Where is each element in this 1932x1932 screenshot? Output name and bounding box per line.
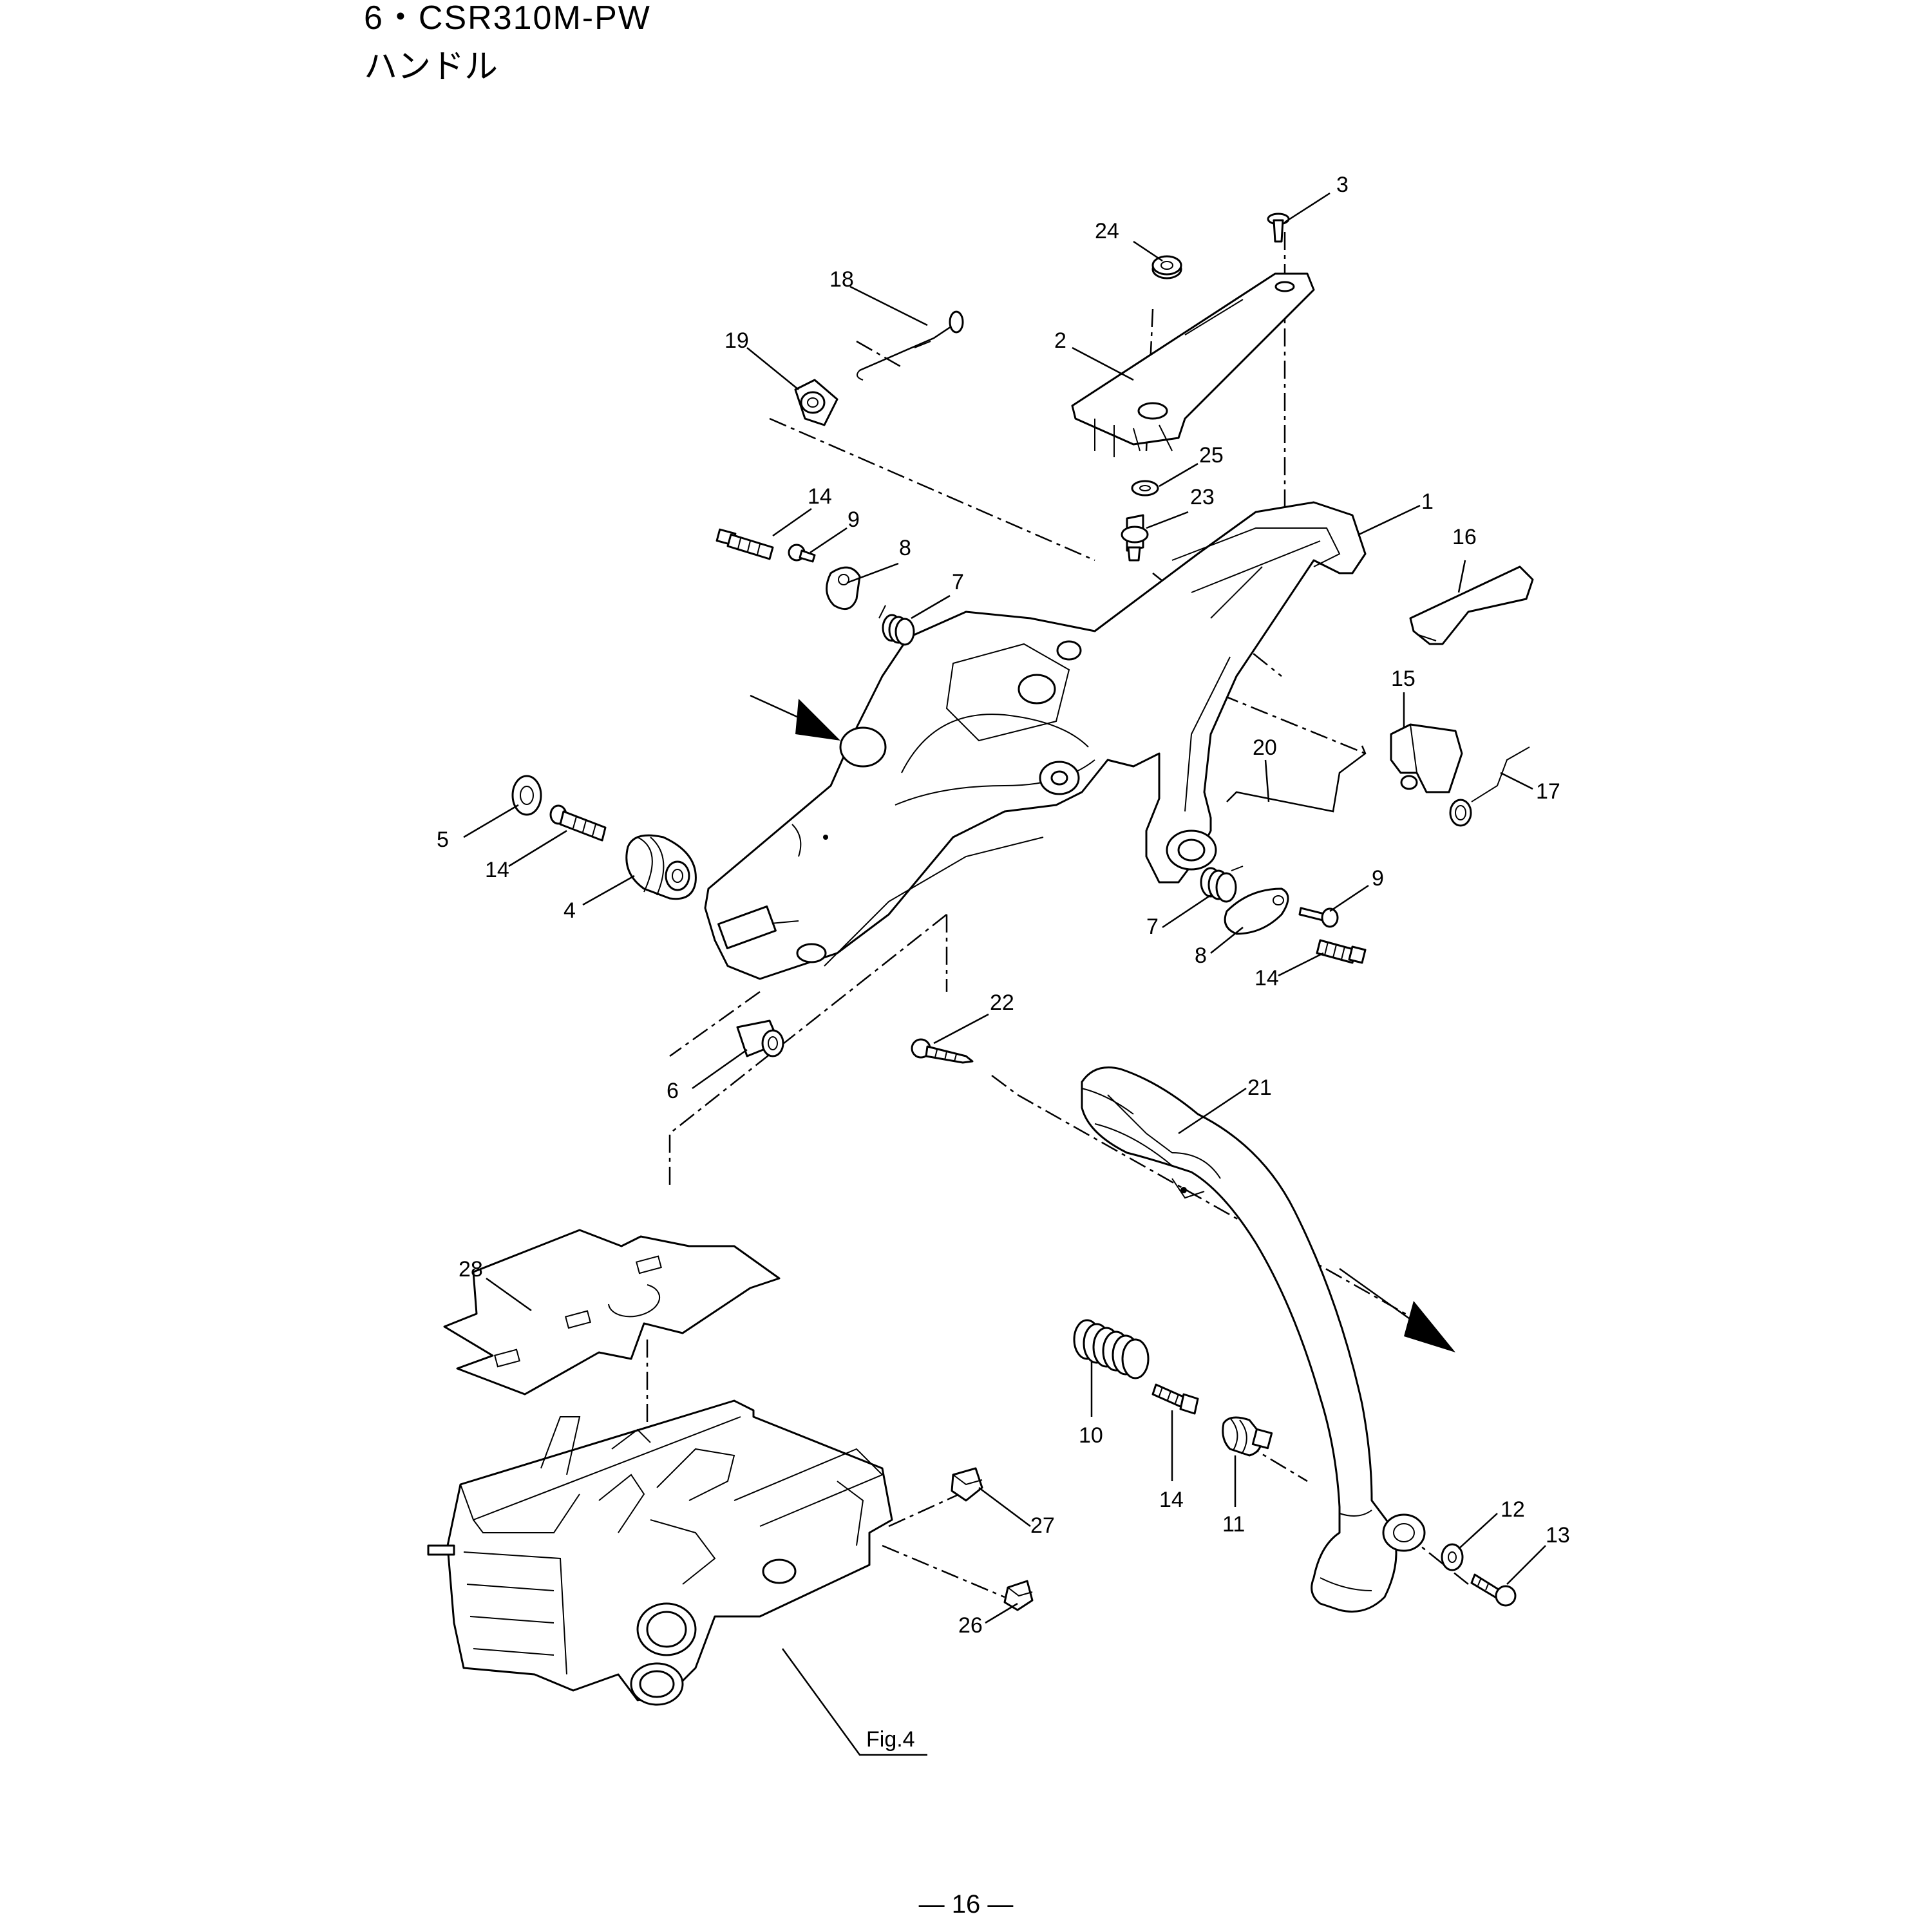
callout-8-a: 8	[899, 536, 911, 560]
callout-labels: 3 24 18 19 2 25 23 14 9 8 7 1 16 15 20 1…	[437, 173, 1570, 1752]
rear-handle-body	[704, 501, 1367, 980]
callout-16: 16	[1452, 525, 1477, 549]
top-cover	[1071, 272, 1315, 457]
callout-2: 2	[1054, 328, 1066, 353]
screw-part-22	[911, 1038, 974, 1064]
callout-26: 26	[958, 1613, 983, 1638]
callout-7-b: 7	[1146, 914, 1159, 939]
collar-part-6	[736, 1019, 784, 1057]
callout-19: 19	[724, 328, 749, 353]
plate-part-8-lower	[1224, 887, 1289, 935]
crankcase-assembly	[427, 1399, 893, 1706]
screw-part-9-upper	[788, 544, 816, 563]
callout-9-b: 9	[1372, 866, 1384, 891]
nut-part-24	[1151, 255, 1182, 279]
callout-13: 13	[1546, 1523, 1570, 1548]
bolt-part-14-left	[549, 804, 607, 842]
lockout-lever-part-16	[1409, 565, 1534, 645]
callout-12: 12	[1501, 1497, 1525, 1522]
assembly-arrows	[750, 694, 1455, 1352]
spring-part-7-lower	[1200, 866, 1244, 903]
bolt-part-14-lower	[1316, 939, 1367, 964]
callout-25: 25	[1199, 443, 1224, 468]
bolt-part-14-upper	[715, 528, 774, 560]
callout-1: 1	[1421, 489, 1434, 514]
screw-part-9-lower	[1298, 907, 1339, 928]
callout-20: 20	[1253, 735, 1277, 760]
bushing-part-19	[794, 379, 838, 426]
callout-7-a: 7	[952, 570, 964, 594]
callout-6: 6	[667, 1079, 679, 1103]
figure-reference: Fig.4	[866, 1727, 915, 1752]
callout-3: 3	[1336, 173, 1349, 197]
callout-15: 15	[1391, 667, 1416, 691]
section-subtitle: ハンドル	[364, 48, 498, 86]
plate-part-8-upper	[826, 566, 861, 611]
washer-part-12	[1441, 1543, 1464, 1571]
callout-23: 23	[1190, 485, 1215, 509]
callout-5: 5	[437, 828, 449, 852]
callout-27: 27	[1030, 1513, 1055, 1538]
washer-part-25	[1131, 480, 1159, 497]
throttle-wire-part-20	[1226, 745, 1367, 813]
callout-17: 17	[1536, 779, 1560, 804]
throttle-rod-part-18	[857, 310, 964, 381]
spring-part-7-upper	[878, 605, 915, 646]
callout-18: 18	[829, 267, 854, 292]
callout-21: 21	[1247, 1075, 1272, 1100]
page-title: 6・CSR310M-PW	[364, 0, 651, 37]
screw-part-3	[1267, 213, 1290, 243]
front-handle-part-21	[1081, 1066, 1426, 1613]
throttle-trigger-part-15	[1390, 723, 1463, 793]
callout-10: 10	[1079, 1423, 1103, 1448]
grommet-part-23	[1121, 514, 1149, 562]
pad-part-27	[951, 1467, 983, 1502]
trigger-spring-part-17	[1449, 746, 1530, 827]
heat-shield-plate	[443, 1229, 781, 1396]
callout-14-b: 14	[485, 858, 509, 882]
callout-14-c: 14	[1255, 966, 1279, 990]
damper-part-4	[625, 834, 697, 900]
callout-14-a: 14	[808, 484, 832, 509]
callout-28: 28	[459, 1257, 483, 1282]
callout-24: 24	[1095, 219, 1119, 243]
callout-8-b: 8	[1195, 943, 1207, 968]
page-number: — 16 —	[918, 1890, 1014, 1918]
screw-part-13	[1470, 1573, 1517, 1607]
spring-part-10	[1073, 1319, 1150, 1379]
callout-4: 4	[564, 898, 576, 923]
damper-part-11	[1222, 1416, 1273, 1457]
pad-part-26	[1003, 1580, 1034, 1611]
bolt-part-14-front	[1151, 1383, 1199, 1415]
callout-22: 22	[990, 990, 1014, 1015]
callout-11: 11	[1222, 1512, 1245, 1537]
callout-9-a: 9	[848, 507, 860, 532]
callout-14-d: 14	[1159, 1488, 1184, 1512]
leader-lines	[463, 192, 1546, 1756]
washer-part-5	[511, 775, 542, 816]
